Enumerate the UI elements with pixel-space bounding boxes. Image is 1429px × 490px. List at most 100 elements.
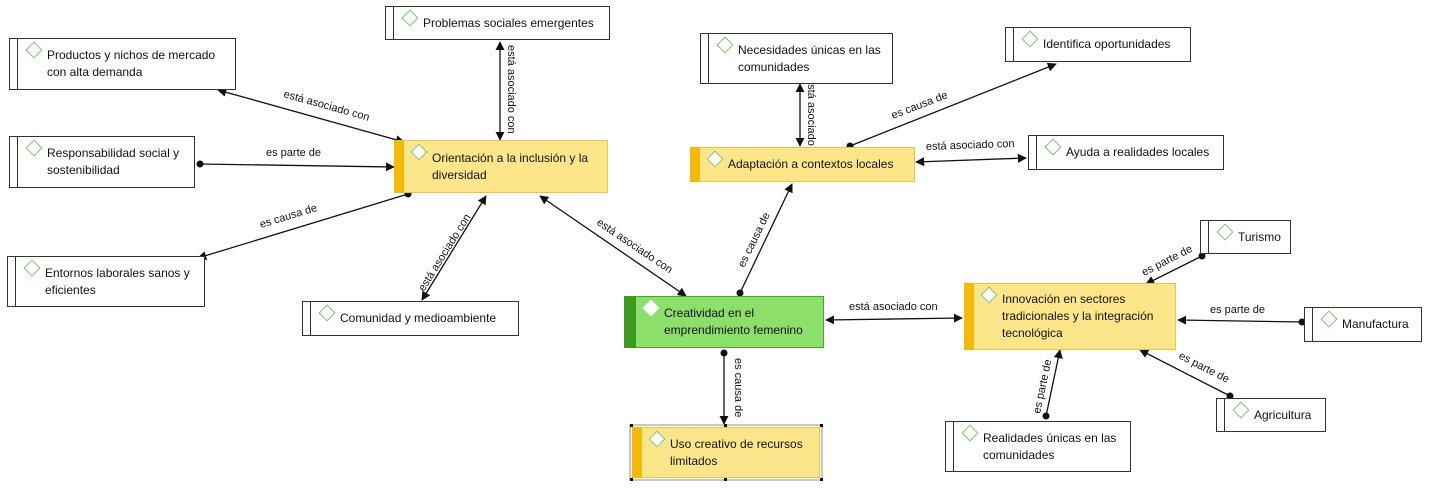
node-identifica[interactable]: Identifica oportunidades [1005,27,1191,62]
diamond-icon [1021,30,1039,48]
label-responsabilidad-orientacion: es parte de [266,147,321,159]
edge-productos-orientacion[interactable] [217,87,405,145]
node-orientacion[interactable]: Orientación a la inclusión y la diversid… [394,140,608,193]
node-label: Entornos laborales sanos y eficientes [45,265,190,297]
node-label: Orientación a la inclusión y la diversid… [432,150,589,182]
node-responsabilidad[interactable]: Responsabilidad social y sostenibilidad [9,136,195,188]
diamond-icon [961,424,979,442]
node-realidades[interactable]: Realidades únicas en las comunidades [945,421,1131,472]
node-adaptacion[interactable]: Adaptación a contextos locales [690,147,915,182]
node-bar [964,283,974,350]
node-bar [1036,135,1037,170]
node-bar [17,136,18,188]
edge-orientacion-creatividad[interactable] [539,195,687,297]
edge-responsabilidad-orientacion[interactable] [196,160,395,172]
node-bar [632,427,642,478]
label-agricultura-innovacion: es parte de [1177,350,1231,386]
diamond-icon [1232,401,1250,419]
node-productos[interactable]: Productos y nichos de mercado con alta d… [9,38,236,90]
edge-turismo-innovacion[interactable] [1145,252,1206,285]
node-bar [1224,398,1225,432]
node-bar [1013,27,1014,62]
node-label: Responsabilidad social y sostenibilidad [47,146,180,177]
node-bar [708,33,709,84]
node-bar [624,296,636,348]
node-label: Creatividad en el emprendimiento femenin… [664,306,803,337]
diamond-icon [25,139,43,157]
diamond-icon [1216,223,1234,241]
edge-agricultura-innovacion[interactable] [1139,349,1234,400]
node-turismo[interactable]: Turismo [1200,220,1291,254]
label-adaptacion-ayuda: está asociado con [926,138,1015,153]
diamond-icon [1320,310,1338,328]
label-creatividad-innovacion: está asociado con [849,301,938,313]
node-label: Uso creativo de recursos limitados [670,436,803,468]
edge-manufactura-innovacion[interactable] [1177,315,1306,326]
node-label: Agricultura [1254,407,1312,422]
label-realidades-innovacion: es parte de [1031,358,1054,414]
label-orientacion-comunidad: está asociado con [416,212,473,294]
node-label: Adaptación a contextos locales [728,157,894,171]
label-creatividad-adaptacion: es causa de [736,211,773,270]
node-bar [1312,307,1313,342]
node-label: Identifica oportunidades [1043,37,1171,51]
node-bar [310,301,311,336]
resize-handle[interactable] [820,424,823,427]
label-manufactura-innovacion: es parte de [1210,304,1265,316]
label-necesidades-adaptacion: está asociado con [805,78,817,167]
node-label: Innovación en sectores tradicionales y l… [1002,292,1154,340]
edge-orientacion-entornos[interactable] [197,190,412,260]
diamond-icon [318,304,336,322]
node-label: Manufactura [1342,317,1409,331]
node-agricultura[interactable]: Agricultura [1216,398,1326,432]
resize-handle[interactable] [724,424,727,427]
node-comunidad[interactable]: Comunidad y medioambiente [302,301,519,336]
edge-creatividad-adaptacion[interactable] [736,183,793,297]
node-bar [953,421,954,472]
diamond-icon [642,299,660,317]
node-label: Turismo [1238,229,1281,244]
node-necesidades[interactable]: Necesidades únicas en las comunidades [700,33,893,84]
node-uso-creativo[interactable]: Uso creativo de recursos limitados [629,424,823,481]
diamond-icon [648,430,666,448]
diamond-icon [410,143,428,161]
edge-orientacion-comunidad[interactable] [421,195,487,301]
diamond-icon [980,286,998,304]
node-label: Necesidades únicas en las comunidades [738,42,881,74]
node-manufactura[interactable]: Manufactura [1304,307,1422,342]
resize-handle[interactable] [630,424,633,427]
resize-handle[interactable] [630,478,633,481]
node-bar [1208,220,1209,254]
node-creatividad[interactable]: Creatividad en el emprendimiento femenin… [624,296,824,348]
label-creatividad-uso: es causa de [732,358,744,417]
node-bar [393,6,394,40]
label-orientacion-entornos: es causa de [258,202,318,231]
resize-handle[interactable] [724,478,727,481]
node-ayuda[interactable]: Ayuda a realidades locales [1028,135,1224,170]
node-label: Comunidad y medioambiente [340,311,497,325]
node-label: Ayuda a realidades locales [1066,145,1210,159]
node-label: Realidades únicas en las comunidades [983,430,1117,462]
node-label: Problemas sociales emergentes [423,15,594,30]
label-productos-orientacion: está asociado con [282,88,371,123]
node-entornos[interactable]: Entornos laborales sanos y eficientes [7,256,205,307]
node-innovacion[interactable]: Innovación en sectores tradicionales y l… [964,283,1176,350]
edge-adaptacion-identifica[interactable] [846,62,1057,150]
diamond-icon [23,259,41,277]
node-bar [17,38,18,90]
diamond-icon [706,150,724,168]
edge-realidades-innovacion[interactable] [1042,349,1063,420]
node-bar [690,147,700,182]
diamond-icon [401,9,419,27]
edge-adaptacion-ayuda[interactable] [915,153,1027,167]
node-bar [394,140,404,193]
node-problemas-sociales[interactable]: Problemas sociales emergentes [385,6,610,40]
label-adaptacion-identifica: es causa de [890,89,950,121]
resize-handle[interactable] [820,478,823,481]
label-problemas-orientacion: está asociado con [505,45,517,134]
edge-creatividad-innovacion[interactable] [825,313,963,325]
label-orientacion-creatividad: está asociado con [594,217,674,277]
diamond-icon [716,36,734,54]
diamond-icon [1044,138,1062,156]
